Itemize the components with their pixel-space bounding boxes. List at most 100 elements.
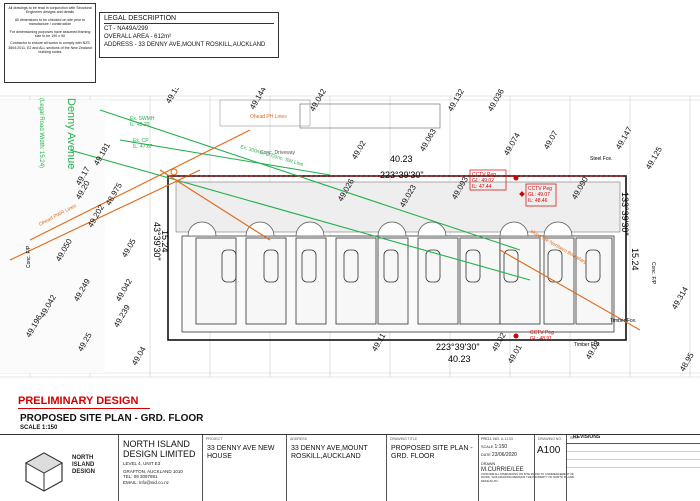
drawn-caption: DRAWN: [481, 462, 496, 466]
cctv-peg-c-gl: GL: 48.91: [530, 336, 552, 342]
revisions-caption: REVISIONS: [573, 434, 601, 440]
logo-text-1: NORTH: [72, 455, 94, 461]
swmh-il: IL: 49.20: [130, 122, 150, 128]
spot-level: 49.125: [644, 145, 664, 171]
drawing-title-value: PROPOSED SITE PLAN -GRD. FLOOR: [391, 445, 473, 460]
address-caption: ADDRESS: [290, 437, 307, 441]
note-3: For dimensioning purposes have assumed f…: [9, 29, 91, 39]
legal-area: OVERALL AREA - 612m²: [104, 34, 172, 40]
sw-line: [69, 149, 531, 281]
meta-cell: PROJ. NO. A-1133 SCALE 1:150 DATE 23/06/…: [478, 435, 574, 501]
spot-level: 49.11: [370, 331, 388, 353]
conc-fp-label-2: Conc. F/P: [26, 245, 32, 268]
spot-level: 49.042: [308, 88, 328, 113]
legal-heading: LEGAL DESCRIPTION: [104, 15, 274, 24]
general-notes: All drawings to be read in conjunction w…: [4, 3, 96, 83]
spot-level: 49.147: [614, 125, 634, 151]
company-name-2: DESIGN LIMITED: [123, 449, 196, 459]
project-caption: PROJECT: [206, 437, 223, 441]
dim-right-length: 15.24: [630, 248, 640, 271]
dim-bottom-bearing: 223°39'30": [436, 342, 480, 352]
scale-value: 1:150: [494, 444, 508, 450]
company-logo: [24, 452, 64, 492]
project-address: 33 DENNY AVE,MOUNT ROSKILL,AUCKLAND: [291, 445, 368, 460]
note-1: All drawings to be read in conjunction w…: [8, 6, 92, 15]
spot-level: 49.239: [112, 303, 132, 329]
cp-label: Ex. CP: [133, 138, 149, 144]
address-cell: ADDRESS 33 DENNY AVE,MOUNT ROSKILL,AUCKL…: [286, 435, 386, 501]
swmh-label: Ex. SWMH: [130, 116, 155, 122]
drawing-no-value: A100: [537, 445, 561, 456]
spot-level: 48.95: [678, 351, 696, 373]
proj-no-value: A-1133: [500, 437, 513, 441]
spot-level: 49.144: [248, 88, 268, 111]
legal-ct: CT - NA49A/299: [104, 26, 148, 32]
company-email: EMAIL: info@nid.co.nz: [123, 479, 169, 485]
company-tel: TEL: 09 3097881: [123, 474, 158, 479]
phone-line-label: Ohead PH Lines: [250, 114, 287, 120]
units-row: [181, 235, 615, 333]
drawn-value: M.CURRIE/LEE: [481, 466, 524, 473]
date-caption: DATE: [481, 453, 491, 457]
copyright-note: CONFIRM ALL DIMENSIONS ON SITE PRIOR TO …: [481, 472, 575, 483]
cctv-peg-b: CCTV Peg: [528, 186, 552, 192]
logo-cell: NORTH ISLAND DESIGN: [0, 435, 118, 501]
cctv-peg-c: CCTV Peg: [530, 330, 554, 336]
spot-level: 49.07: [542, 129, 560, 151]
company-addr-2: GRAFTON, AUCKLAND 1010: [123, 468, 183, 474]
spot-level: 49.132: [446, 88, 466, 113]
cp-il: IL: 47.67: [133, 144, 153, 150]
driveway-label: Conc. Driveway: [260, 150, 296, 156]
spot-level: 49.05: [120, 237, 138, 259]
cctv-peg-a-gl: GL: 49.02: [472, 178, 494, 184]
preliminary-design-label: PRELIMINARY DESIGN: [18, 395, 151, 409]
company-cell: NORTH ISLAND DESIGN LIMITED LEVEL 4, UNI…: [118, 435, 202, 501]
company-addr-1: LEVEL 4, UNIT E3: [123, 461, 161, 466]
legal-address: ADDRESS - 33 DENNY AVE,MOUNT ROSKILL,AUC…: [104, 42, 266, 48]
steel-fence-label: Steel Fce.: [590, 156, 613, 162]
timber-fence-label-2: Timber Fce.: [574, 342, 600, 348]
drawing-title-caption: DRAWING TITLE: [390, 437, 418, 441]
cctv-peg-a-il: IL: 47.44: [472, 184, 492, 190]
drawing-no-cell: DRAWING NO. A100: [534, 435, 566, 501]
project-cell: PROJECT 33 DENNY AVE NEW HOUSE: [202, 435, 286, 501]
date-value: 23/06/2020: [491, 452, 517, 458]
neighbour-building: [299, 103, 441, 129]
dim-top-length: 40.23: [390, 154, 413, 164]
timber-fence-label: Timber Fce.: [610, 318, 636, 324]
cctv-peg-marker: [513, 175, 519, 181]
spot-level: 49.01: [506, 343, 524, 365]
dim-right-bearing: 133°39'30": [620, 192, 630, 236]
dim-bottom-length: 40.23: [448, 354, 471, 364]
spot-level: 49.02: [350, 139, 368, 161]
proj-no-caption: PROJ. NO.: [481, 437, 500, 441]
spot-level: 49.036: [486, 88, 506, 113]
scale-caption: SCALE: [481, 445, 494, 449]
dim-left-length: 15.24: [160, 230, 170, 253]
road-name: Denny Avenue: [65, 98, 77, 169]
spot-level: 49.157: [164, 88, 184, 105]
drawing-title-cell: DRAWING TITLE PROPOSED SITE PLAN -GRD. F…: [386, 435, 478, 501]
dim-top-bearing: 223°39'30": [380, 170, 424, 180]
drawing-title: PROPOSED SITE PLAN - GRD. FLOOR: [20, 413, 204, 424]
dim-left-bearing: 43°39'30": [152, 222, 162, 261]
note-2: All dimensions to be checked on site pri…: [14, 17, 86, 27]
project-name: 33 DENNY AVE NEW HOUSE: [207, 445, 275, 460]
cctv-peg-a: CCTV Peg: [472, 172, 496, 178]
spot-level: 49.042: [114, 277, 134, 303]
logo-text-2: ISLAND: [72, 462, 95, 468]
spot-level: 49.02: [490, 331, 508, 353]
revisions-cell: REV. REVISIONS: [566, 434, 700, 501]
cctv-peg-b-gl: GL: 49.07: [528, 192, 550, 198]
spot-level: 49.074: [502, 131, 522, 157]
spot-level: 49.314: [670, 285, 690, 311]
spot-level: 49.04: [130, 345, 148, 367]
rev-caption: REV.: [570, 436, 578, 440]
sw-line-label: Ex. 300mm Ø Conc. SW Line: [239, 144, 304, 168]
legal-description: LEGAL DESCRIPTION CT - NA49A/299 OVERALL…: [99, 12, 279, 58]
road-width: (Legal Road Width: 15.24): [38, 98, 44, 168]
site-plan-drawing: Denny Avenue (Legal Road Width: 15.24) C…: [0, 88, 700, 378]
title-block: NORTH ISLAND DESIGN NORTH ISLAND DESIGN …: [0, 434, 700, 501]
note-4: Contractor to ensure all works to comply…: [8, 41, 92, 55]
drawing-no-caption: DRAWING NO.: [538, 437, 562, 441]
